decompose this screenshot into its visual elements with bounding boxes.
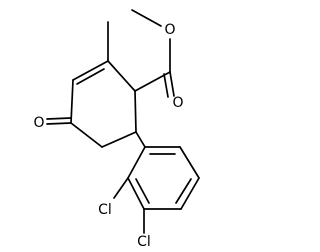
bond-aryl-cl-ortho	[113, 177, 129, 199]
chlorine-meta-label: Cl	[137, 234, 151, 250]
aryl-inner-double-2	[175, 178, 192, 204]
bond-c4-ketone	[46, 122, 72, 125]
aryl-inner-double-3	[135, 178, 150, 204]
chemical-structure-canvas: O O O Cl Cl	[33, 9, 200, 250]
bond-c3-c4	[70, 79, 74, 124]
bond-c2-c3-double	[76, 68, 105, 85]
aryl-bond-6	[127, 146, 146, 179]
bond-c6-c1	[134, 90, 137, 133]
bond-c4-c5	[70, 122, 103, 148]
bond-c2-c3	[72, 60, 109, 81]
bond-c1-c2	[107, 60, 136, 92]
molecule-structure: O O O Cl Cl	[33, 9, 200, 250]
bond-c5-c6	[101, 131, 137, 148]
ester-ether-oxygen-label: O	[164, 22, 175, 38]
bond-ester-carbonyl-double	[163, 73, 169, 98]
chlorine-ortho-label: Cl	[98, 202, 112, 218]
bond-ester-o-methyl	[131, 9, 162, 27]
aryl-bond-5	[127, 177, 145, 210]
aryl-bond-3	[180, 177, 200, 210]
bond-c6-aryl	[135, 131, 146, 148]
bond-c4-ketone-double	[46, 117, 72, 120]
aryl-bond-2	[179, 146, 200, 179]
bond-ester-carbonyl	[169, 71, 175, 97]
ester-carbonyl-oxygen-label: O	[172, 95, 183, 111]
ketone-oxygen-label: O	[33, 115, 44, 131]
